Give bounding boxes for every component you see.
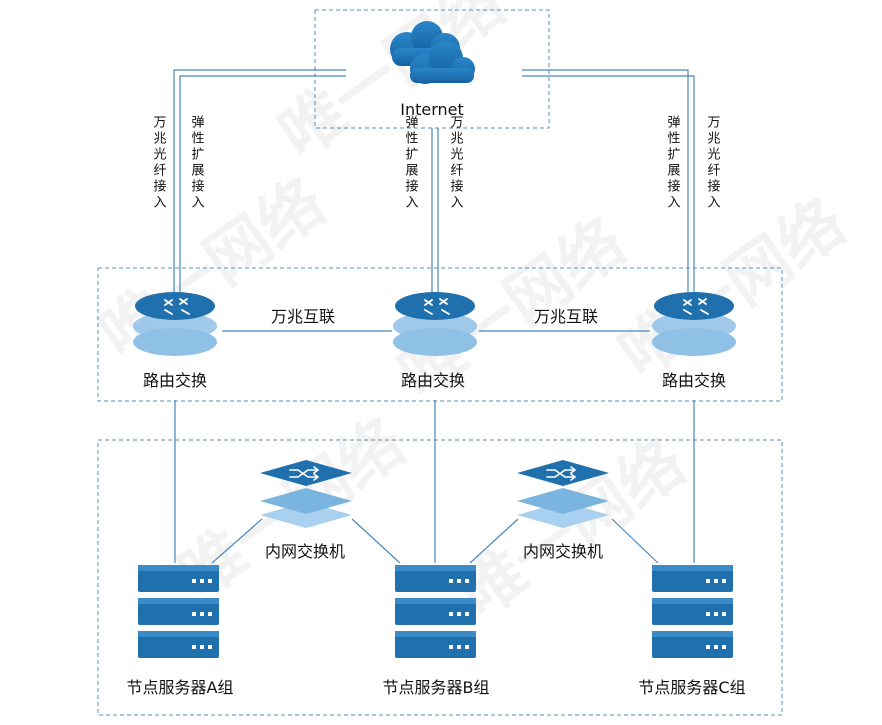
router-label: 路由交换 — [401, 371, 465, 390]
cloud-icon — [390, 21, 475, 84]
interconnect-label: 万兆互联 — [271, 307, 335, 326]
uplink-label: 万兆光纤接入 — [151, 115, 167, 211]
uplink-label: 弹性扩展接入 — [665, 115, 681, 211]
uplink-label: 万兆光纤接入 — [448, 115, 464, 211]
uplink-labels-left: 万兆光纤接入 弹性扩展接入 — [151, 115, 205, 211]
svg-text:唯一网络: 唯一网络 — [607, 186, 859, 393]
router-icon — [133, 292, 217, 356]
server-group-label: 节点服务器B组 — [383, 678, 490, 697]
router-layer-box — [97, 267, 783, 402]
internet-label: Internet — [400, 100, 464, 119]
router-label: 路由交换 — [143, 371, 207, 390]
router-icon — [393, 292, 477, 356]
router-icon — [652, 292, 736, 356]
server-icon — [652, 565, 733, 658]
uplink-labels-right: 弹性扩展接入 万兆光纤接入 — [665, 115, 721, 211]
interconnect-label: 万兆互联 — [534, 307, 598, 326]
switch-icon — [517, 460, 609, 528]
switch-label: 内网交换机 — [523, 542, 603, 561]
server-group-label: 节点服务器C组 — [638, 678, 745, 697]
router-label: 路由交换 — [662, 371, 726, 390]
switch-icon — [260, 460, 352, 528]
uplink-lines — [173, 69, 695, 298]
uplink-label: 弹性扩展接入 — [189, 115, 205, 211]
trunk-lines — [174, 400, 695, 563]
svg-text:唯一网络: 唯一网络 — [267, 0, 519, 173]
server-icon — [138, 565, 219, 658]
server-icon — [395, 565, 476, 658]
uplink-label: 弹性扩展接入 — [403, 115, 419, 211]
uplink-label: 万兆光纤接入 — [705, 115, 721, 211]
uplink-labels-middle: 弹性扩展接入 万兆光纤接入 — [403, 115, 464, 211]
switch-links — [211, 518, 659, 564]
switch-label: 内网交换机 — [265, 542, 345, 561]
server-layer-box — [97, 439, 783, 716]
server-group-label: 节点服务器A组 — [127, 678, 234, 697]
